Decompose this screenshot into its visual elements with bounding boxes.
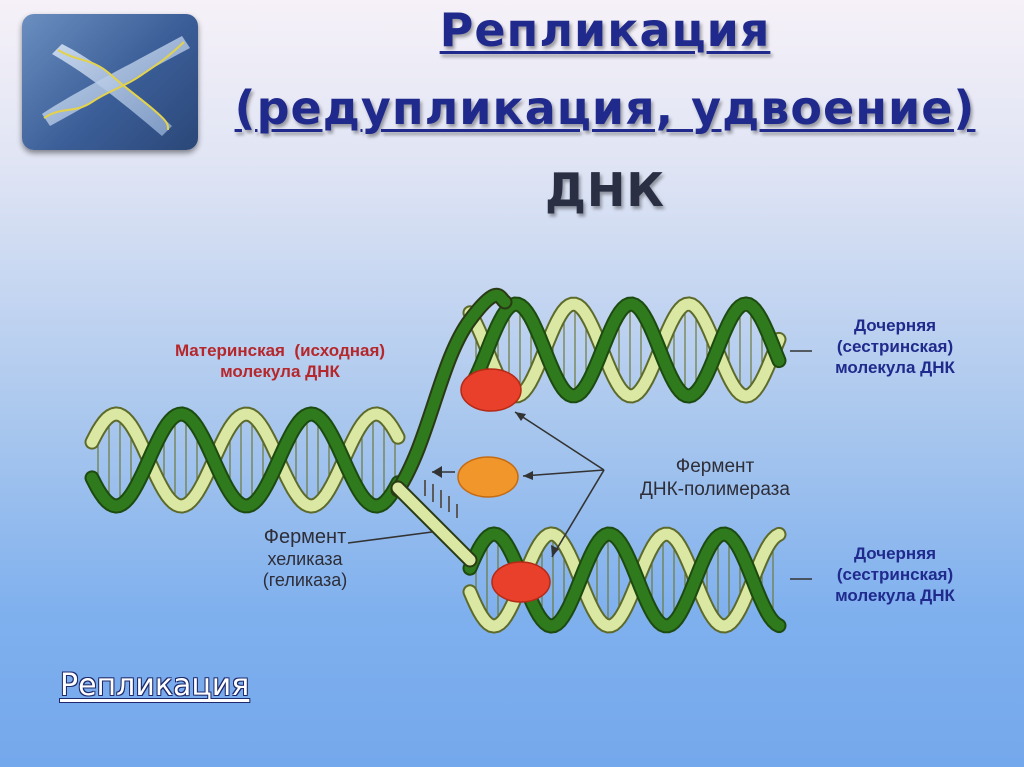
chromosome-icon xyxy=(42,36,190,136)
fork-strand-down-light xyxy=(392,482,476,566)
title-line-1: Репликация xyxy=(439,3,771,57)
mother-label-line-1: Материнская (исходная) xyxy=(174,341,386,360)
footer-replication-label: Репликация xyxy=(60,668,250,703)
daughter-helix-top xyxy=(462,296,787,404)
daughter-molecule-bottom-label: Дочерняя(сестринская)молекула ДНК xyxy=(835,544,955,605)
helicase-unwinding-marks xyxy=(424,480,458,518)
mother-molecule-label: Материнская (исходная) молекула ДНК xyxy=(140,340,420,382)
pointer-lines xyxy=(347,350,812,580)
daughter-molecule-top-label: Дочерняя(сестринская)молекула ДНК xyxy=(835,316,955,377)
chromosome-image xyxy=(22,14,198,150)
polymerase-enzyme-bottom xyxy=(491,561,551,603)
mother-label-line-2: молекула ДНК xyxy=(220,362,340,381)
title-line-3: ДНК xyxy=(544,163,666,217)
fork-strand-up-dark xyxy=(392,289,511,496)
title-line-2: (редупликация, удвоение) xyxy=(234,81,976,135)
mother-helix xyxy=(84,406,406,514)
helicase-enzyme xyxy=(457,456,519,498)
polymerase-enzyme-top xyxy=(460,368,522,412)
